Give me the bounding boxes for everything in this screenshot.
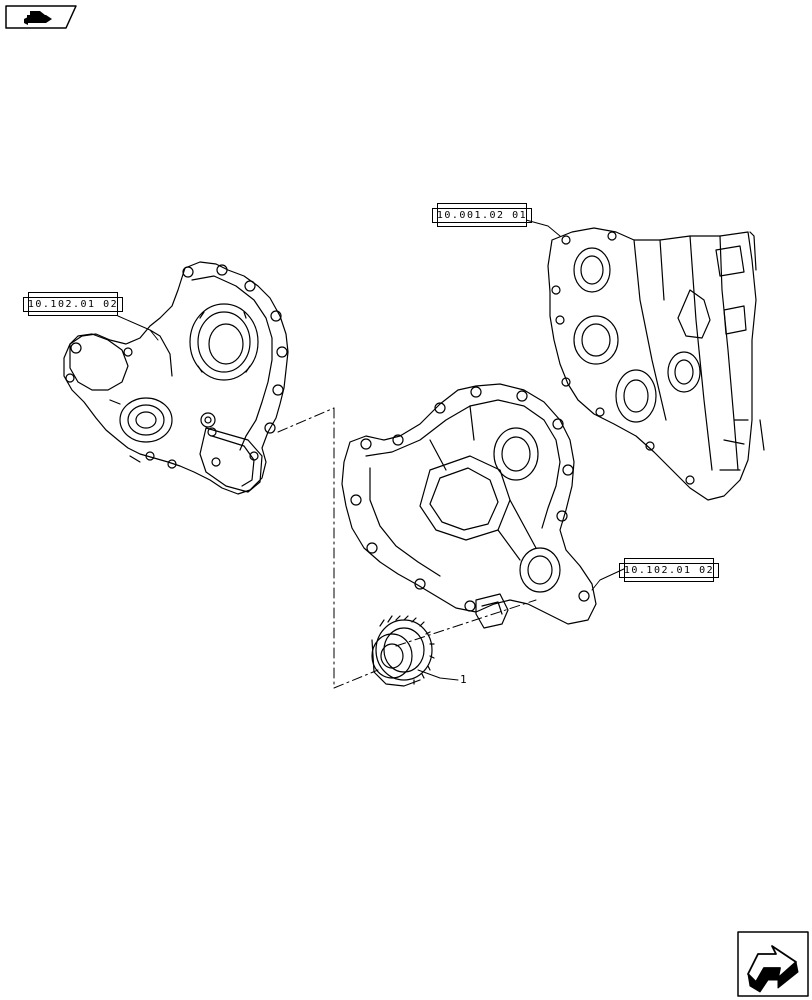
- gear-part: [371, 615, 435, 687]
- leader-engine-block: [525, 219, 561, 237]
- ref-box-engine-block[interactable]: 10.001.02 01: [431, 203, 533, 227]
- ref-label-engine-block: 10.001.02 01: [431, 207, 533, 223]
- book-arrow-icon[interactable]: [5, 5, 77, 29]
- ref-label-timing-housing: 10.102.01 02: [618, 562, 720, 578]
- leader-gear: [417, 669, 459, 681]
- ref-box-timing-housing[interactable]: 10.102.01 02: [618, 558, 720, 582]
- leader-timing-housing: [591, 567, 627, 591]
- engine-block-part: [547, 227, 765, 501]
- callout-gear-number: 1: [460, 673, 467, 686]
- next-page-arrow-icon[interactable]: [737, 931, 809, 997]
- timing-housing-part: [341, 383, 597, 629]
- alignment-lines: [277, 407, 537, 689]
- leader-front-cover: [117, 315, 159, 341]
- ref-label-front-cover: 10.102.01 02: [22, 296, 124, 312]
- front-cover-part: [63, 261, 289, 495]
- ref-box-front-cover[interactable]: 10.102.01 02: [22, 292, 124, 316]
